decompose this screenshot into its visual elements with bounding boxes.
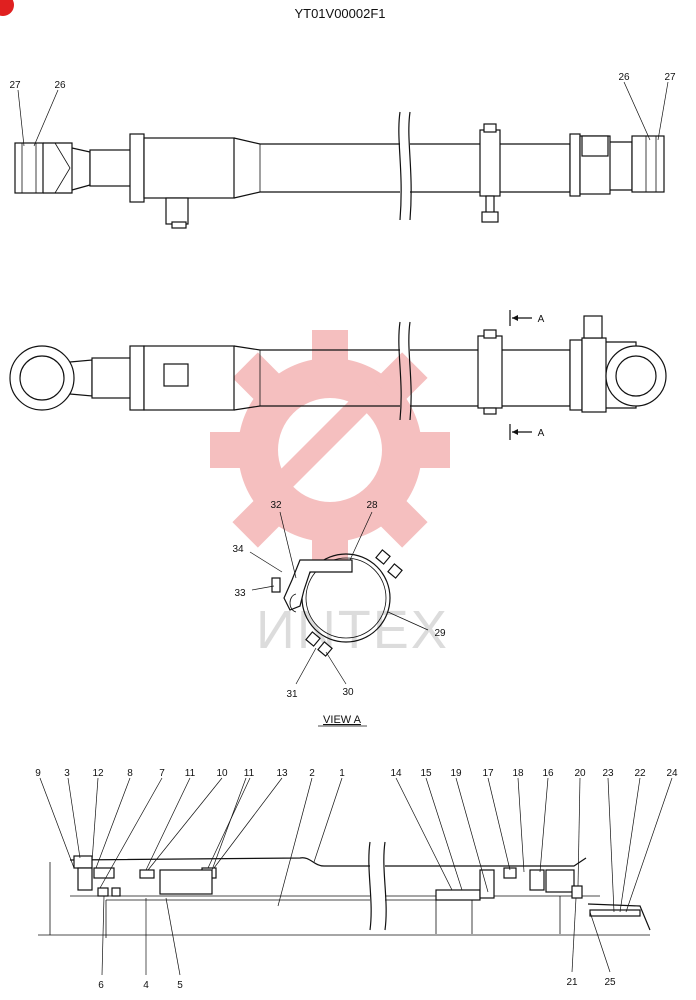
callout-29: 29 bbox=[434, 628, 446, 639]
watermark-gear-icon bbox=[210, 330, 450, 570]
callout-23: 23 bbox=[602, 768, 614, 779]
cylinder-front-view: A A bbox=[9, 310, 667, 440]
callout-27: 27 bbox=[664, 72, 676, 83]
callout-4: 4 bbox=[143, 980, 149, 991]
callout-28: 28 bbox=[366, 500, 378, 511]
callout-17: 17 bbox=[482, 768, 494, 779]
corner-badge bbox=[0, 0, 14, 16]
callout-11: 11 bbox=[244, 768, 255, 779]
callout-9: 9 bbox=[35, 768, 41, 779]
section-marker-top: A bbox=[538, 314, 545, 325]
callout-1: 1 bbox=[339, 768, 345, 779]
callout-31: 31 bbox=[286, 689, 298, 700]
callout-33: 33 bbox=[234, 588, 246, 599]
callout-26: 26 bbox=[54, 80, 66, 91]
callout-18: 18 bbox=[512, 768, 524, 779]
callout-20: 20 bbox=[574, 768, 586, 779]
callout-3: 3 bbox=[64, 768, 70, 779]
callout-27: 27 bbox=[9, 80, 21, 91]
callout-22: 22 bbox=[634, 768, 646, 779]
callout-14: 14 bbox=[390, 768, 402, 779]
callout-32: 32 bbox=[270, 500, 282, 511]
callout-2: 2 bbox=[309, 768, 315, 779]
section-view: 9 3 12 8 7 11 10 11 13 2 1 14 15 19 17 1… bbox=[35, 768, 678, 991]
section-marker-bottom: A bbox=[538, 428, 545, 439]
callout-15: 15 bbox=[420, 768, 432, 779]
callout-7: 7 bbox=[159, 768, 165, 779]
view-a-clamp-detail: 32 28 34 33 29 31 30 VIEW A bbox=[232, 500, 446, 727]
callout-21: 21 bbox=[566, 977, 578, 988]
view-label: VIEW A bbox=[323, 714, 362, 726]
watermark: ИNTEX bbox=[210, 330, 450, 660]
callout-11: 11 bbox=[185, 768, 196, 779]
callout-24: 24 bbox=[666, 768, 678, 779]
callout-30: 30 bbox=[342, 687, 354, 698]
callout-16: 16 bbox=[542, 768, 554, 779]
callout-13: 13 bbox=[276, 768, 288, 779]
cylinder-top-view: 27 26 26 27 bbox=[9, 72, 676, 229]
section-leaders bbox=[39, 777, 673, 976]
callout-5: 5 bbox=[177, 980, 183, 991]
callout-26: 26 bbox=[618, 72, 630, 83]
callout-10: 10 bbox=[216, 768, 228, 779]
callout-25: 25 bbox=[604, 977, 616, 988]
callout-19: 19 bbox=[450, 768, 462, 779]
drawing-code: YT01V00002F1 bbox=[294, 6, 385, 21]
callout-12: 12 bbox=[92, 768, 104, 779]
callout-8: 8 bbox=[127, 768, 133, 779]
watermark-text: ИNTEX bbox=[256, 600, 449, 660]
callout-6: 6 bbox=[98, 980, 104, 991]
callout-34: 34 bbox=[232, 544, 244, 555]
